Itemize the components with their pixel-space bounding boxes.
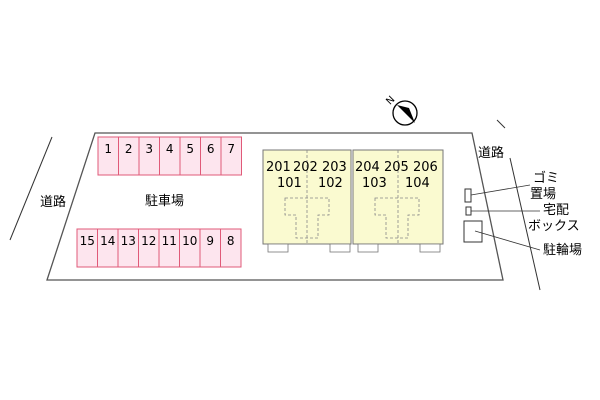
left-road-edge — [9, 136, 53, 241]
unit-label: 203 — [322, 160, 347, 175]
garbage-label-1: ゴミ — [533, 170, 559, 186]
parking-space-number: 4 — [166, 142, 174, 156]
bicycle-parking: 駐輪場 — [463, 220, 582, 258]
parking-space — [220, 228, 242, 268]
parking-space-number: 7 — [227, 142, 235, 156]
parking-space-number: 1 — [104, 142, 112, 156]
parking-space-number: 14 — [100, 234, 115, 248]
unit-label: 101 — [277, 176, 302, 191]
parking-space-number: 8 — [227, 234, 235, 248]
bicycle-label: 駐輪場 — [543, 242, 582, 258]
building-b: 204 205 206 103 104 — [352, 149, 444, 253]
parking-space-number: 3 — [145, 142, 153, 156]
parking-space-number: 13 — [121, 234, 136, 248]
building-a: 201 202 203 101 102 — [262, 149, 352, 253]
parking-space-number: 2 — [125, 142, 133, 156]
road-label-left: 道路 — [40, 194, 66, 210]
parking-space — [220, 136, 242, 176]
parking-space-number: 11 — [162, 234, 177, 248]
parking-space-number: 10 — [182, 234, 197, 248]
garbage-label-2: 置場 — [530, 187, 556, 202]
delivery-label-1: 宅配 — [543, 203, 569, 218]
unit-label: 202 — [293, 160, 318, 175]
right-road-edge — [496, 119, 506, 129]
unit-label: 204 — [355, 160, 380, 175]
unit-label: 102 — [318, 176, 343, 191]
parking-space-number: 5 — [186, 142, 194, 156]
unit-label: 201 — [266, 160, 291, 175]
parking-space-number: 9 — [206, 234, 214, 248]
parking-label: 駐車場 — [145, 194, 184, 209]
delivery-label-2: ボックス — [528, 219, 580, 234]
road-label-right: 道路 — [478, 145, 504, 161]
right-road-edge-2 — [509, 157, 541, 291]
parking-space-number: 15 — [80, 234, 95, 248]
compass-icon: N — [384, 94, 418, 126]
unit-label: 103 — [362, 176, 387, 191]
unit-label: 205 — [384, 160, 409, 175]
unit-label: 206 — [413, 160, 438, 175]
unit-label: 104 — [405, 176, 430, 191]
parking-space-number: 6 — [207, 142, 215, 156]
garbage-area: ゴミ 置場 — [464, 170, 559, 203]
delivery-box: 宅配 ボックス — [465, 203, 580, 234]
parking-space-number: 12 — [141, 234, 156, 248]
